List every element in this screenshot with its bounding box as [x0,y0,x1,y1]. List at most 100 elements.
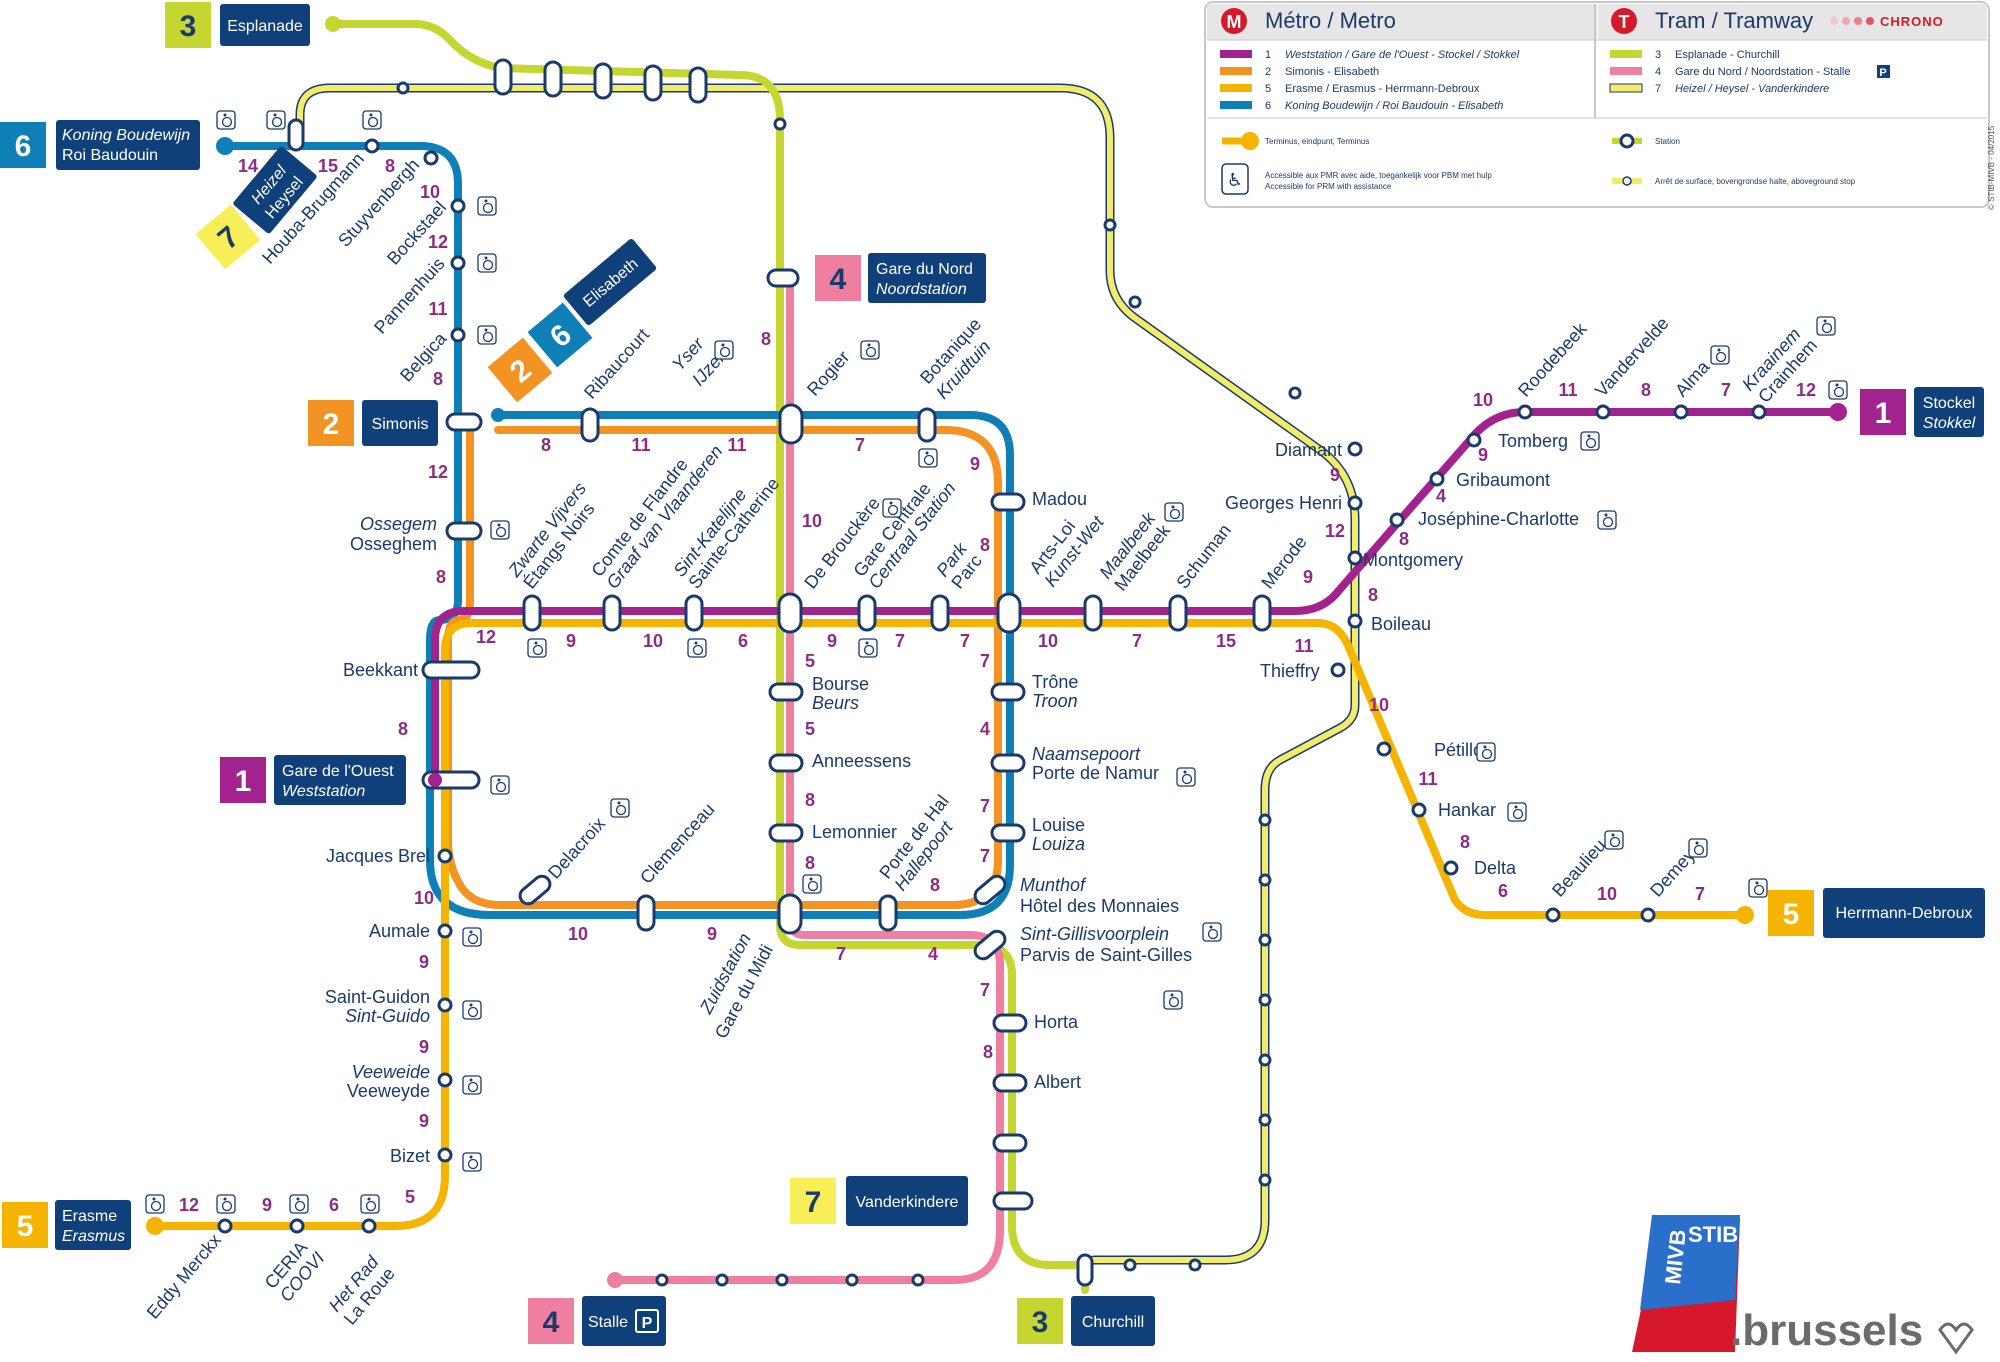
station-roodebeek[interactable]: Roodebeek [1514,318,1591,401]
travel-time-label: 7 [980,651,990,671]
wheelchair-icon [1597,510,1617,530]
station-beekkant[interactable]: Beekkant [343,660,418,680]
wheelchair-icon [882,498,902,518]
travel-time-label: 8 [541,435,551,455]
station-parvis-saint-gilles[interactable]: Sint-Gillisvoorplein [1020,924,1169,944]
travel-time-label: 9 [827,631,837,651]
svg-text:Porte de Namur: Porte de Namur [1032,763,1159,783]
station-circles [217,138,1767,1234]
heart-icon [1938,1322,1974,1355]
station-boileau[interactable]: Boileau [1371,614,1431,634]
wheelchair-icon [714,340,734,360]
station-ossegem[interactable]: Ossegem [360,514,437,534]
station-trone[interactable]: Trône [1032,672,1078,692]
wheelchair-icon [1507,802,1527,822]
svg-text:Stockel: Stockel [1923,395,1975,412]
station-rogier[interactable]: Rogier [803,347,853,400]
station-aumale[interactable]: Aumale [369,921,430,941]
station-georges-henri[interactable]: Georges Henri [1225,493,1342,513]
legend-line-3: Esplanade - Churchill [1675,49,1780,61]
svg-text:M: M [1227,12,1242,32]
svg-text:6: 6 [15,130,32,163]
station-delacroix[interactable]: Delacroix [544,814,609,883]
terminal-churchill[interactable]: 3 Churchill [1017,1296,1155,1346]
svg-text:2: 2 [323,408,340,441]
station-josephine-charlotte[interactable]: Joséphine-Charlotte [1418,509,1579,529]
terminal-simonis[interactable]: 2 Simonis [308,400,438,446]
station-hotel-des-monnaies[interactable]: Munthof [1020,875,1087,895]
travel-time-label: 9 [419,1111,429,1131]
station-montgomery[interactable]: Montgomery [1363,550,1463,570]
terminal-vanderkindere[interactable]: 7 Vanderkindere [790,1176,968,1226]
terminal-gare-du-nord[interactable]: 4 Gare du Nord Noordstation [815,253,986,303]
station-madou[interactable]: Madou [1032,489,1087,509]
terminal-herrmann[interactable]: 5 Herrmann-Debroux [1768,888,1985,938]
wheelchair-icon [1828,380,1848,400]
wheelchair-icon [462,927,482,947]
station-louise[interactable]: Louise [1032,815,1085,835]
travel-time-label: 15 [1216,631,1236,651]
travel-time-label: 10 [1597,884,1617,904]
station-veeweyde[interactable]: Veeweide [352,1062,430,1082]
terminal-elisabeth[interactable]: 2 6 Elisabeth [487,238,658,403]
wheelchair-icon [858,638,878,658]
station-bizet[interactable]: Bizet [390,1146,430,1166]
travel-time-label: 9 [419,1037,429,1057]
legend-pmr-1: Accessible aux PMR avec aide, toegankeli… [1265,171,1492,180]
parking-icon [1877,65,1890,78]
travel-time-label: 9 [707,924,717,944]
station-alma[interactable]: Alma [1671,356,1714,401]
svg-text:Osseghem: Osseghem [350,534,437,554]
travel-time-label: 9 [1330,465,1340,485]
travel-time-label: 8 [433,369,443,389]
station-schuman[interactable]: Schuman [1172,520,1235,592]
svg-text:4: 4 [1655,66,1661,78]
station-lemonnier[interactable]: Lemonnier [812,822,897,842]
terminal-esplanade[interactable]: 3 Esplanade [165,2,310,48]
station-thieffry[interactable]: Thieffry [1260,661,1320,681]
terminal-stalle[interactable]: 4 Stalle P [528,1296,666,1346]
station-vandervelde[interactable]: Vandervelde [1591,313,1673,401]
svg-text:Sint-Guido: Sint-Guido [345,1006,430,1026]
travel-time-label: 12 [428,232,448,252]
svg-text:STIB: STIB [1688,1222,1738,1247]
terminal-erasme[interactable]: 5 Erasme Erasmus [2,1200,131,1250]
svg-text:T: T [1619,12,1630,32]
legend: M Métro / Metro T Tram / Tramway CHRONO … [1204,1,1990,208]
station-diamant[interactable]: Diamant [1275,440,1342,460]
travel-time-label: 11 [631,435,650,455]
station-anneessens[interactable]: Anneessens [812,751,911,771]
wheelchair-icon [490,775,510,795]
station-saint-guidon[interactable]: Saint-Guidon [325,987,430,1007]
station-albert[interactable]: Albert [1034,1072,1081,1092]
station-gribaumont[interactable]: Gribaumont [1456,470,1550,490]
svg-text:Churchill: Churchill [1082,1314,1144,1331]
wheelchair-icon [1748,878,1768,898]
svg-text:1: 1 [1265,49,1271,61]
wheelchair-icon [216,110,236,130]
station-bourse[interactable]: Bourse [812,674,869,694]
terminal-stockel[interactable]: 1 Stockel Stokkel [1860,387,1984,437]
station-jacques-brel[interactable]: Jacques Brel [326,846,430,866]
travel-time-label: 10 [420,182,440,202]
svg-text:5: 5 [1265,83,1271,95]
station-eddy-merckx[interactable]: Eddy Merckx [143,1230,225,1323]
terminal-gare-ouest[interactable]: 1 Gare de l'Ouest Weststation [220,755,406,805]
surface-symbol-icon [1622,176,1632,186]
svg-text:Veeweyde: Veeweyde [347,1081,430,1101]
legend-station: Station [1655,137,1680,146]
station-pannenhuis[interactable]: Pannenhuis [370,254,448,338]
svg-text:Parvis de Saint-Gilles: Parvis de Saint-Gilles [1020,945,1192,965]
station-clemenceau[interactable]: Clemenceau [636,799,718,887]
station-horta[interactable]: Horta [1034,1012,1079,1032]
station-tomberg[interactable]: Tomberg [1498,431,1568,451]
svg-text:Louiza: Louiza [1032,834,1085,854]
wheelchair-icon [216,1194,236,1214]
terminal-roi-baudouin[interactable]: 6 Koning Boudewijn Roi Baudouin [0,120,200,170]
station-hankar[interactable]: Hankar [1438,800,1496,820]
station-delta[interactable]: Delta [1474,858,1517,878]
wheelchair-icon [1710,345,1730,365]
terminal-heysel[interactable]: 7 Heizel Heysel [195,145,318,270]
travel-time-label: 7 [1132,631,1142,651]
station-porte-de-namur[interactable]: Naamsepoort [1032,744,1141,764]
